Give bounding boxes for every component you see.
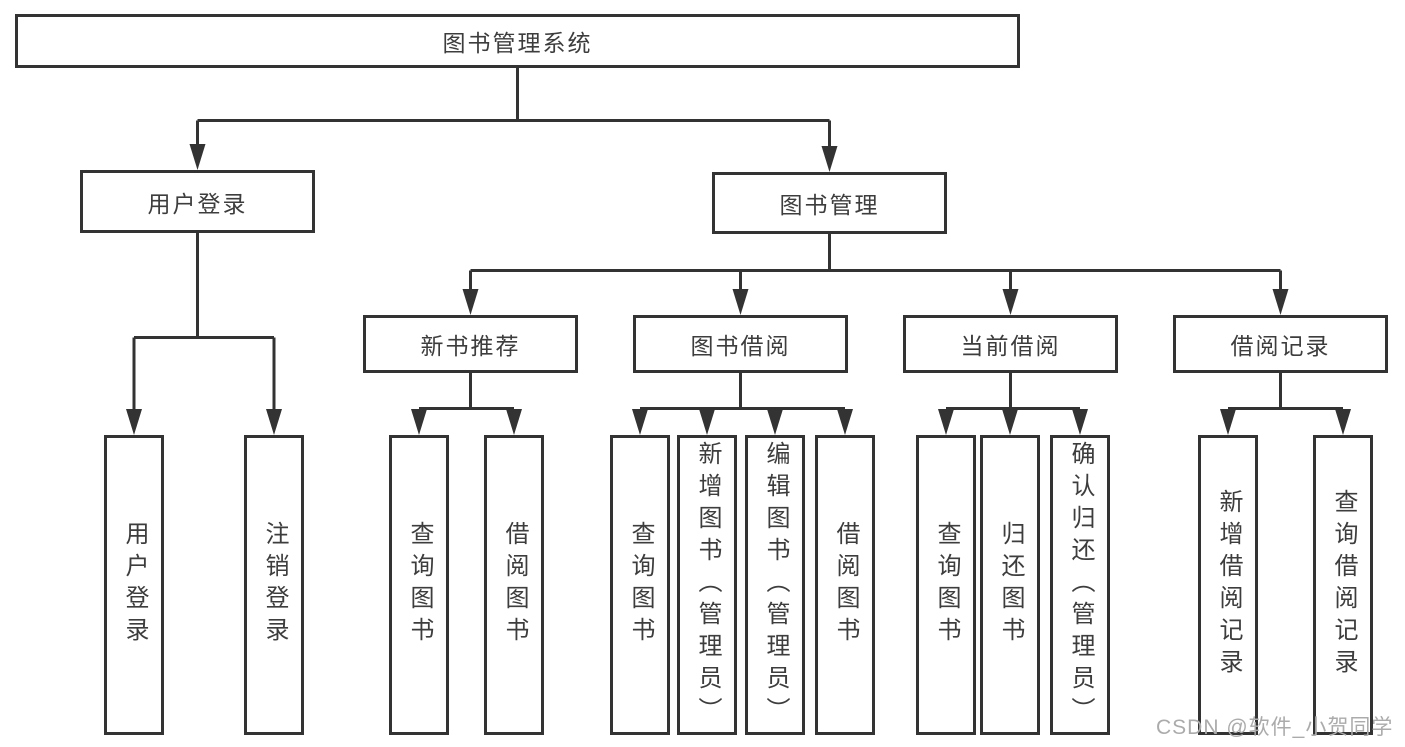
leaf-current-return: 归还图书 [980, 435, 1040, 735]
connector-book-mgmt [469, 234, 1282, 290]
connector-current-borrow [946, 373, 1080, 410]
connector-book-borrow [640, 373, 845, 410]
connector-root [196, 68, 831, 147]
csdn-watermark: CSDN @软件_小贺同学 [1156, 716, 1394, 739]
connector-borrow-records [1228, 373, 1343, 410]
node-root: 图书管理系统 [15, 14, 1020, 68]
arrowheads-root [189, 144, 838, 172]
node-current-borrow: 当前借阅 [903, 315, 1118, 373]
leaf-bookborrow-add: 新增图书（管理员） [677, 435, 737, 735]
leaf-records-add: 新增借阅记录 [1198, 435, 1258, 735]
leaf-newbooks-borrow: 借阅图书 [484, 435, 544, 735]
arrowheads-book-mgmt [462, 289, 1289, 315]
arrowheads-new-books [411, 409, 522, 435]
leaf-bookborrow-query: 查询图书 [610, 435, 670, 735]
node-book-borrow: 图书借阅 [633, 315, 848, 373]
arrowheads-borrow-records [1220, 409, 1351, 435]
leaf-current-query: 查询图书 [916, 435, 976, 735]
leaf-bookborrow-edit: 编辑图书（管理员） [745, 435, 805, 735]
leaf-records-query: 查询借阅记录 [1313, 435, 1373, 735]
node-user-login: 用户登录 [80, 170, 315, 233]
arrowheads-book-borrow [632, 409, 853, 435]
arrowheads-user-login [126, 409, 282, 435]
node-new-books: 新书推荐 [363, 315, 578, 373]
connector-user-login [132, 233, 276, 410]
arrowheads-current-borrow [938, 409, 1088, 435]
node-borrow-records: 借阅记录 [1173, 315, 1388, 373]
connector-new-books [419, 373, 514, 410]
node-book-mgmt: 图书管理 [712, 172, 947, 234]
leaf-bookborrow-borrow: 借阅图书 [815, 435, 875, 735]
leaf-current-confirm: 确认归还（管理员） [1050, 435, 1110, 735]
leaf-newbooks-query: 查询图书 [389, 435, 449, 735]
leaf-user-login: 用户登录 [104, 435, 164, 735]
leaf-logout: 注销登录 [244, 435, 304, 735]
